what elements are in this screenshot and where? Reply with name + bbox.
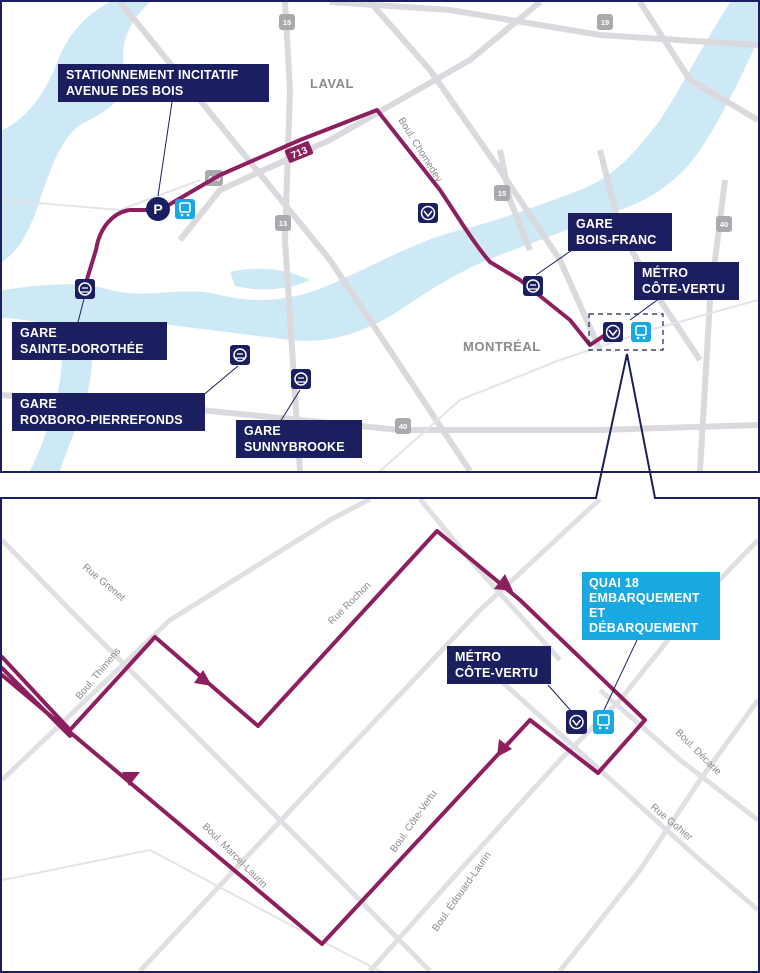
cote-vertu-highlight-box: [588, 313, 664, 351]
area-label-montreal: MONTRÉAL: [463, 339, 541, 354]
svg-text:13: 13: [279, 219, 287, 228]
direction-arrow-3: [497, 739, 512, 757]
svg-text:P: P: [153, 201, 162, 217]
svg-text:DÉBARQUEMENT: DÉBARQUEMENT: [589, 620, 699, 635]
metro-icon-cote-vertu-detail[interactable]: [566, 710, 587, 734]
svg-text:ROXBORO-PIERREFONDS: ROXBORO-PIERREFONDS: [20, 413, 183, 427]
route-713-detail-line[interactable]: [2, 529, 647, 946]
svg-text:QUAI 18: QUAI 18: [589, 576, 639, 590]
svg-text:AVENUE DES BOIS: AVENUE DES BOIS: [66, 84, 183, 98]
bus-icon-cote-vertu-overview[interactable]: [631, 322, 651, 342]
svg-text:EMBARQUEMENT: EMBARQUEMENT: [589, 591, 700, 605]
svg-text:MÉTRO: MÉTRO: [642, 265, 688, 280]
highway-shield-13: 13: [275, 215, 291, 231]
area-label-laval: LAVAL: [310, 76, 354, 91]
svg-text:15: 15: [283, 18, 291, 27]
zoom-callout-connector: [0, 353, 760, 973]
direction-arrow-1: [194, 670, 212, 686]
metro-icon-chomedey[interactable]: [418, 203, 438, 223]
svg-text:GARE: GARE: [244, 424, 281, 438]
parking-icon[interactable]: P: [146, 197, 170, 221]
detail-leader-lines: [547, 639, 638, 713]
svg-text:40: 40: [399, 422, 407, 431]
highway-shield-15-mid: 15: [494, 185, 510, 201]
svg-text:GARE: GARE: [576, 217, 613, 231]
svg-text:15: 15: [498, 189, 506, 198]
label-gare-roxboro: GARE ROXBORO-PIERREFONDS: [12, 393, 205, 431]
route-direction-arrows: [122, 574, 513, 786]
svg-text:GARE: GARE: [20, 397, 57, 411]
svg-text:BOIS-FRANC: BOIS-FRANC: [576, 233, 656, 247]
train-icon-sainte-dorothee[interactable]: [75, 279, 95, 299]
highway-shield-19: 19: [597, 14, 613, 30]
svg-text:40: 40: [720, 220, 728, 229]
label-gare-bois-franc: GARE BOIS-FRANC: [568, 213, 672, 251]
svg-text:SAINTE-DOROTHÉE: SAINTE-DOROTHÉE: [20, 341, 144, 356]
direction-arrow-4: [122, 772, 140, 786]
label-gare-sunnybrooke: GARE SUNNYBROOKE: [236, 420, 362, 458]
highway-shield-15-top: 15: [279, 14, 295, 30]
label-park-ride: STATIONNEMENT INCITATIF AVENUE DES BOIS: [58, 64, 269, 102]
svg-text:19: 19: [601, 18, 609, 27]
svg-text:GARE: GARE: [20, 326, 57, 340]
svg-text:MÉTRO: MÉTRO: [455, 649, 501, 664]
label-quai-18: QUAI 18 EMBARQUEMENT ET DÉBARQUEMENT: [582, 572, 720, 640]
direction-arrow-2: [494, 574, 513, 591]
svg-text:ET: ET: [589, 606, 606, 620]
overview-map[interactable]: 15 19 440 13 15 40 40 LAVAL MONTRÉAL Bou…: [2, 2, 758, 471]
label-metro-cote-vertu-overview: MÉTRO CÔTE-VERTU: [634, 262, 739, 300]
highway-shield-40-right: 40: [716, 216, 732, 232]
svg-text:STATIONNEMENT INCITATIF: STATIONNEMENT INCITATIF: [66, 68, 239, 82]
metro-icon-cote-vertu-overview[interactable]: [603, 322, 623, 342]
route-713-line[interactable]: [81, 108, 607, 347]
svg-text:SUNNYBROOKE: SUNNYBROOKE: [244, 440, 345, 454]
detail-map[interactable]: Rue Grenet Boul. Thimens Rue Rochon Boul…: [2, 499, 758, 971]
bus-icon-quai-18[interactable]: [593, 710, 614, 734]
train-icon-sunnybrooke[interactable]: [291, 369, 311, 389]
train-icon-bois-franc[interactable]: [523, 276, 543, 296]
label-metro-cote-vertu-detail: MÉTRO CÔTE-VERTU: [447, 646, 551, 684]
svg-text:CÔTE-VERTU: CÔTE-VERTU: [455, 665, 538, 680]
highway-shield-40-bottom: 40: [395, 418, 411, 434]
bus-icon-park-ride[interactable]: [175, 199, 195, 219]
label-gare-sainte-dorothee: GARE SAINTE-DOROTHÉE: [12, 322, 167, 360]
svg-text:CÔTE-VERTU: CÔTE-VERTU: [642, 281, 725, 296]
train-icon-roxboro[interactable]: [230, 345, 250, 365]
